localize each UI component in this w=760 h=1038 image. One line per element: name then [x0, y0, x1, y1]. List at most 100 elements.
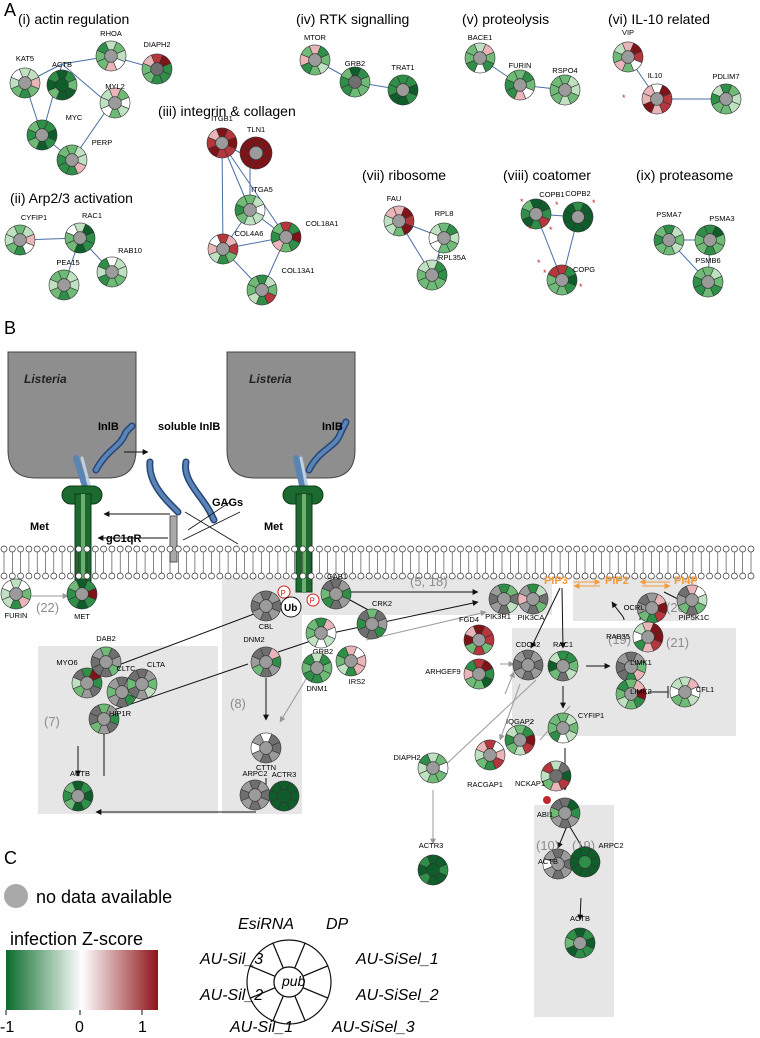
wheel-center — [556, 721, 570, 735]
node-arpc2-label: ARPC2 — [242, 769, 267, 778]
node-dab2-wheel — [90, 646, 122, 678]
label-inlb-left: InlB — [98, 421, 119, 433]
node-copg-wheel — [546, 264, 578, 296]
node-cyfip1-wheel — [547, 712, 579, 744]
node-clta-wheel — [126, 668, 158, 700]
significance-star-icon: * — [592, 198, 596, 208]
node-arpc2-label: ARPC2 — [598, 841, 623, 850]
accent-dot — [543, 796, 551, 804]
node-dnm2-label: DNM2 — [243, 635, 264, 644]
node-limk1-label: LIMK1 — [630, 658, 652, 667]
node-actr3-wheel — [268, 780, 300, 812]
node-cdc42-label: CDC42 — [516, 640, 541, 649]
node-pip5k1c-label: PIP5K1C — [679, 613, 710, 622]
ref-21: (21) — [666, 635, 689, 650]
node-label-rpl35a: RPL35A — [438, 253, 466, 262]
node-label-psma3: PSMA3 — [709, 214, 734, 223]
phospho-marker — [306, 593, 320, 607]
node-diaph2-wheel — [417, 752, 449, 784]
node-limk2-wheel — [615, 678, 647, 710]
legend-wheel — [246, 939, 332, 1025]
node-rab35-wheel — [632, 621, 664, 653]
no-data-swatch — [4, 884, 28, 908]
wheel-center — [551, 857, 565, 871]
node-furin-label: FURIN — [5, 611, 28, 620]
node-cttn-wheel — [250, 732, 282, 764]
wheel-center — [685, 593, 699, 607]
node-tln1-wheel — [239, 136, 273, 170]
node-kat5-wheel — [9, 67, 41, 99]
legend-wheel-center — [273, 966, 305, 998]
wheel-center — [13, 233, 27, 247]
wheel-center — [348, 75, 362, 89]
wheel-center — [472, 667, 486, 681]
node-cyfip1-wheel — [4, 224, 36, 256]
cluster-title-3: (iii) integrin & collagen — [158, 103, 296, 119]
wheel-center — [678, 685, 692, 699]
node-nckap1-wheel — [540, 760, 572, 792]
node-psmb6-wheel — [692, 266, 724, 298]
node-itga5-wheel — [234, 194, 266, 226]
node-cfl1-wheel — [669, 676, 701, 708]
node-label-vip: VIP — [622, 28, 634, 37]
wheel-center — [71, 789, 85, 803]
node-arpc2-wheel — [569, 846, 601, 878]
panel-label-a: A — [4, 0, 16, 20]
node-dnm2-wheel — [250, 646, 282, 678]
cluster-title-6: (vi) IL-10 related — [608, 11, 710, 27]
wheel-center — [529, 207, 543, 221]
node-label-myl2: MYL2 — [105, 82, 125, 91]
node-il10-wheel — [641, 83, 673, 115]
node-rac1-wheel — [547, 650, 579, 682]
node-label-bace1: BACE1 — [468, 33, 493, 42]
bacterium-left: Listeria — [7, 351, 137, 479]
node-label-itga5: ITGA5 — [251, 185, 273, 194]
node-label-copb2: COPB2 — [565, 189, 590, 198]
node-label-actb: ACTB — [52, 60, 72, 69]
node-dnm1-label: DNM1 — [306, 684, 327, 693]
node-cyfip1-label: CYFIP1 — [578, 711, 604, 720]
wheel-center — [549, 769, 563, 783]
ref-10: (10) — [536, 838, 559, 853]
bacterium-right: Listeria — [226, 351, 356, 479]
wheel-center — [483, 748, 497, 762]
gag-lines — [182, 501, 241, 545]
cluster-title-8: (viii) coatomer — [503, 167, 591, 183]
bacterium-label: Listeria — [249, 372, 292, 386]
node-iqgap2-label: IQGAP2 — [506, 717, 534, 726]
label-met-right: Met — [264, 521, 283, 533]
ref-19: (19) — [608, 632, 631, 647]
node-rspo4-wheel — [549, 74, 581, 106]
node-label-col18a1: COL18A1 — [306, 219, 339, 228]
ubiquitin-label: Ub — [284, 603, 297, 614]
node-ocrl-wheel — [636, 592, 668, 624]
node-col13a1-wheel — [246, 274, 278, 306]
wheel-center — [248, 145, 264, 161]
node-label-copg: COPG — [573, 265, 595, 274]
wheel-center — [150, 62, 164, 76]
label-gags: GAGs — [212, 497, 243, 509]
node-label-fau: FAU — [387, 194, 402, 203]
node-cdc42-wheel — [512, 649, 544, 681]
seg-label-ausisel3: AU-SiSel_3 — [331, 1019, 415, 1036]
wheel-center — [310, 661, 324, 675]
node-label-rpl8: RPL8 — [435, 209, 454, 218]
node-label-pea15: PEA15 — [56, 258, 79, 267]
node-abi1-label: ABI1 — [537, 810, 553, 819]
lipid-pi4p: PI4P — [674, 575, 698, 587]
node-pik3r1-wheel — [488, 583, 520, 615]
node-label-il10: IL10 — [648, 71, 663, 80]
node-vip-wheel — [612, 41, 644, 73]
seg-label-esirna: EsiRNA — [238, 916, 294, 933]
wheel-center — [571, 210, 585, 224]
seg-label-ausisel2: AU-SiSel_2 — [355, 987, 439, 1004]
wheel-center — [555, 273, 569, 287]
wheel-center — [80, 676, 94, 690]
wheel-center — [558, 83, 572, 97]
wheel-center — [99, 655, 113, 669]
zscore-colorbar — [6, 950, 158, 1010]
node-trat1-wheel — [387, 74, 419, 106]
significance-star-icon: * — [579, 282, 583, 292]
node-label-rhoa: RHOA — [100, 29, 122, 38]
wheel-center — [641, 630, 655, 644]
